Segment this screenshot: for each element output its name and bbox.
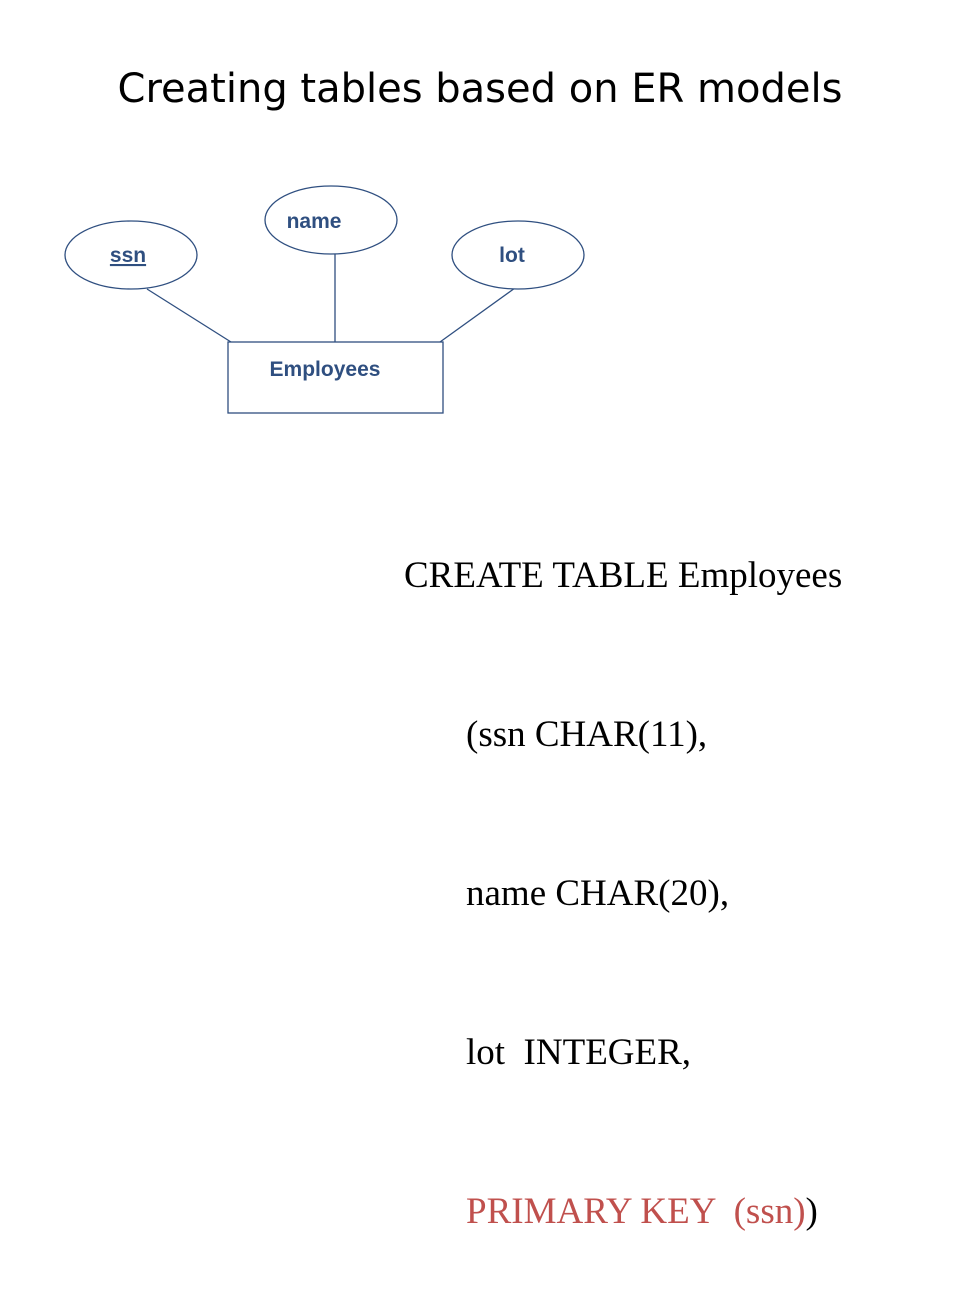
sql-line-primary-key: PRIMARY KEY (ssn))	[404, 1185, 842, 1238]
lot-connector	[439, 287, 516, 343]
sql-line-create: CREATE TABLE Employees	[404, 555, 843, 596]
name-attribute-label: name	[287, 210, 342, 233]
name-attribute-ellipse	[264, 185, 398, 255]
ssn-connector	[146, 288, 232, 343]
er-diagram: ssn name lot Employees	[64, 185, 585, 414]
sql-line-ssn: (ssn CHAR(11),	[466, 714, 708, 755]
lot-attribute-label: lot	[499, 244, 525, 267]
closing-paren: )	[805, 1191, 818, 1232]
ssn-attribute-ellipse	[64, 220, 198, 290]
sql-statement: CREATE TABLE Employees (ssn CHAR(11), na…	[404, 443, 842, 1291]
lot-attribute-ellipse	[451, 220, 585, 290]
ssn-key-label: ssn	[110, 244, 146, 267]
primary-key-clause: PRIMARY KEY (ssn)	[466, 1191, 806, 1232]
slide-title: Creating tables based on ER models	[117, 66, 843, 112]
employees-entity-box	[227, 341, 444, 414]
employees-entity-label: Employees	[270, 358, 381, 381]
sql-line-name: name CHAR(20),	[466, 873, 730, 914]
sql-line-lot: lot INTEGER,	[466, 1032, 692, 1073]
